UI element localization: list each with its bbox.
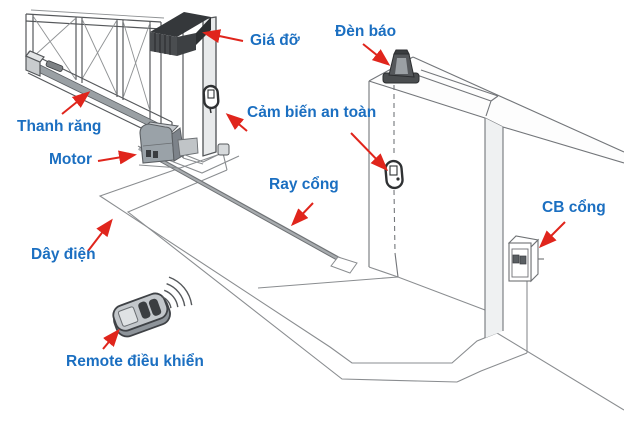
arrow-ray-cong: [290, 202, 314, 227]
label-cam-bien-an-toan: Cảm biến an toàn: [247, 104, 377, 121]
remote-control: [112, 292, 171, 338]
circuit-breaker-box: [507, 235, 544, 283]
radio-waves-icon: [161, 276, 193, 309]
label-day-dien: Dây điện: [31, 246, 96, 263]
label-ray-cong: Ray cổng: [269, 176, 339, 193]
label-remote-dieu-khien: Remote điều khiển: [66, 353, 204, 370]
gate-rail: [137, 145, 358, 274]
arrow-thanh-rang: [61, 91, 91, 115]
arrow-den-bao: [362, 43, 391, 66]
safety-sensor-1: [202, 84, 220, 114]
arrow-cam-bien-1: [225, 113, 248, 132]
label-cb-cong: CB cổng: [542, 199, 606, 216]
label-gia-do: Giá đỡ: [250, 32, 300, 49]
arrow-cam-bien-2: [350, 132, 389, 172]
label-motor: Motor: [49, 151, 93, 168]
label-den-bao: Đèn báo: [335, 23, 397, 40]
arrow-motor: [97, 150, 137, 165]
sliding-gate: [25, 9, 173, 144]
safety-sensor-2: [384, 159, 404, 190]
label-thanh-rang: Thanh răng: [17, 118, 102, 135]
boundary-wall: [368, 56, 624, 338]
annotation-arrows: [61, 29, 566, 350]
arrow-remote: [102, 328, 120, 350]
gate-end-cap: [25, 50, 45, 77]
arrow-gia-do: [202, 29, 244, 43]
arrow-cb-cong: [538, 221, 566, 249]
warning-lamp: [382, 49, 420, 84]
gate-x-bracing: [32, 15, 151, 112]
motor-unit: [138, 121, 199, 169]
arrow-day-dien: [87, 218, 113, 252]
